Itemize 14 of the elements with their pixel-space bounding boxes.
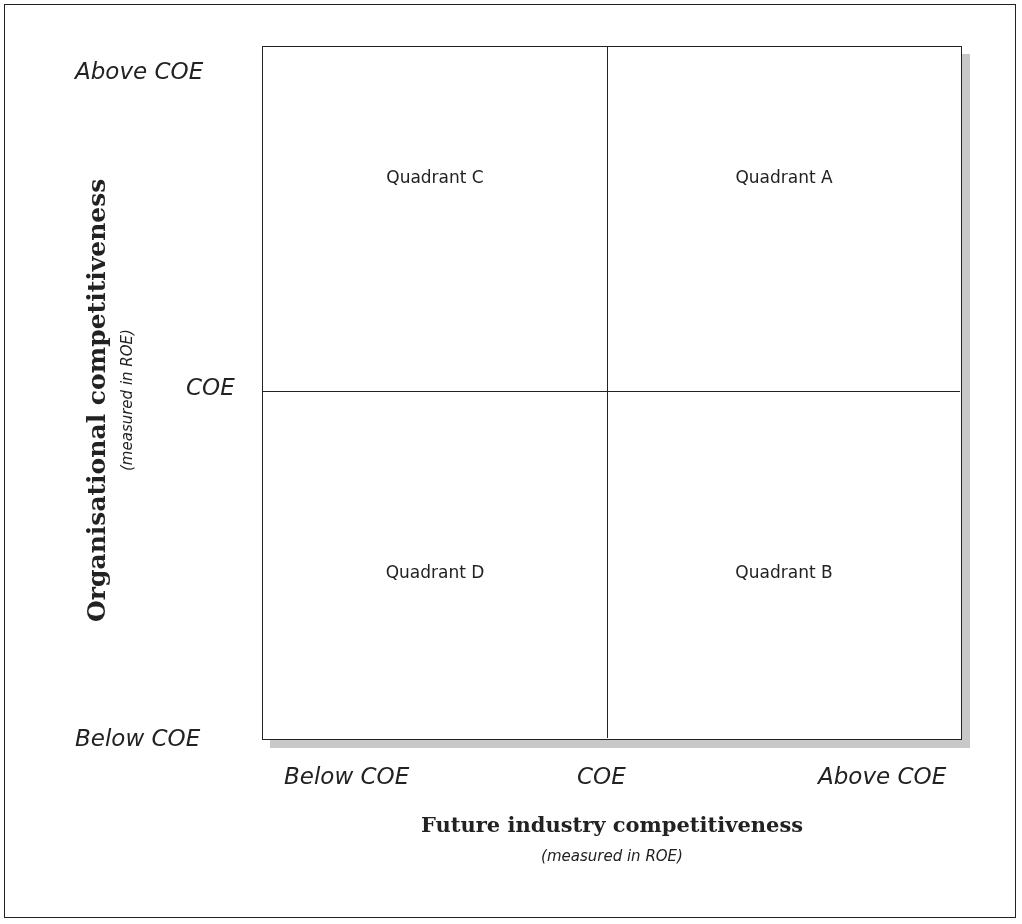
- axis-title: Future industry competitiveness: [420, 812, 804, 837]
- axis-title: Organisational competitiveness: [82, 178, 111, 622]
- axis-tick-label: COE: [186, 374, 235, 400]
- quadrant-label: Quadrant D: [385, 562, 485, 582]
- quadrant-label: Quadrant B: [735, 562, 833, 582]
- axis-subtitle: (measured in ROE): [541, 847, 683, 865]
- axis-tick-label: Below COE: [284, 763, 410, 789]
- axis-tick-label: Above COE: [75, 58, 204, 84]
- quadrant-label: Quadrant A: [735, 167, 833, 187]
- axis-tick-label: COE: [577, 763, 626, 789]
- axis-tick-label: Below COE: [75, 725, 201, 751]
- axis-tick-label: Above COE: [818, 763, 947, 789]
- quadrant-label: Quadrant C: [386, 167, 484, 187]
- axis-subtitle: (measured in ROE): [118, 329, 136, 471]
